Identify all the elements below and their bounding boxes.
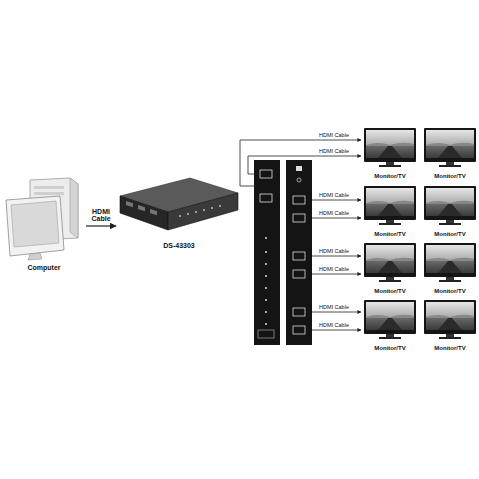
node-label: Monitor/TV bbox=[373, 231, 406, 238]
cable-label: HDMI Cable bbox=[318, 248, 350, 254]
computer-illustration bbox=[6, 178, 78, 260]
hdmi-cable-lines bbox=[240, 140, 361, 330]
front-panel bbox=[254, 160, 280, 345]
computer-node: Computer bbox=[2, 176, 86, 272]
cable-label: HDMI Cable bbox=[318, 210, 350, 216]
monitor-node: Monitor/TV bbox=[362, 186, 418, 238]
node-label: Monitor/TV bbox=[433, 231, 466, 238]
cable-label: HDMI Cable bbox=[318, 192, 350, 198]
node-label: DS-43303 bbox=[162, 242, 196, 250]
monitor-node: Monitor/TV bbox=[362, 300, 418, 352]
hdmi-connector bbox=[86, 225, 116, 226]
splitter-device bbox=[120, 178, 238, 230]
cable-label: HDMI Cable bbox=[318, 266, 350, 272]
node-label: Monitor/TV bbox=[373, 345, 406, 352]
cable-label: HDMI Cable bbox=[318, 132, 350, 138]
monitor-node: Monitor/TV bbox=[422, 128, 478, 180]
node-label: Monitor/TV bbox=[373, 288, 406, 295]
cable-label: HDMI Cable bbox=[88, 208, 114, 223]
node-label: Monitor/TV bbox=[433, 288, 466, 295]
monitor-illustrations bbox=[364, 128, 476, 339]
cable-label: HDMI Cable bbox=[318, 322, 350, 328]
monitor-node: Monitor/TV bbox=[422, 243, 478, 295]
node-label: Computer bbox=[26, 264, 61, 272]
monitor-node: Monitor/TV bbox=[422, 186, 478, 238]
node-label: Monitor/TV bbox=[433, 345, 466, 352]
node-label: Monitor/TV bbox=[433, 173, 466, 180]
node-label: Monitor/TV bbox=[373, 173, 406, 180]
cable-label: HDMI Cable bbox=[318, 148, 350, 154]
back-panel bbox=[286, 160, 312, 345]
monitor-node: Monitor/TV bbox=[422, 300, 478, 352]
cable-label: HDMI Cable bbox=[318, 304, 350, 310]
device-node: DS-43303 bbox=[116, 176, 242, 250]
monitor-node: Monitor/TV bbox=[362, 243, 418, 295]
monitor-node: Monitor/TV bbox=[362, 128, 418, 180]
